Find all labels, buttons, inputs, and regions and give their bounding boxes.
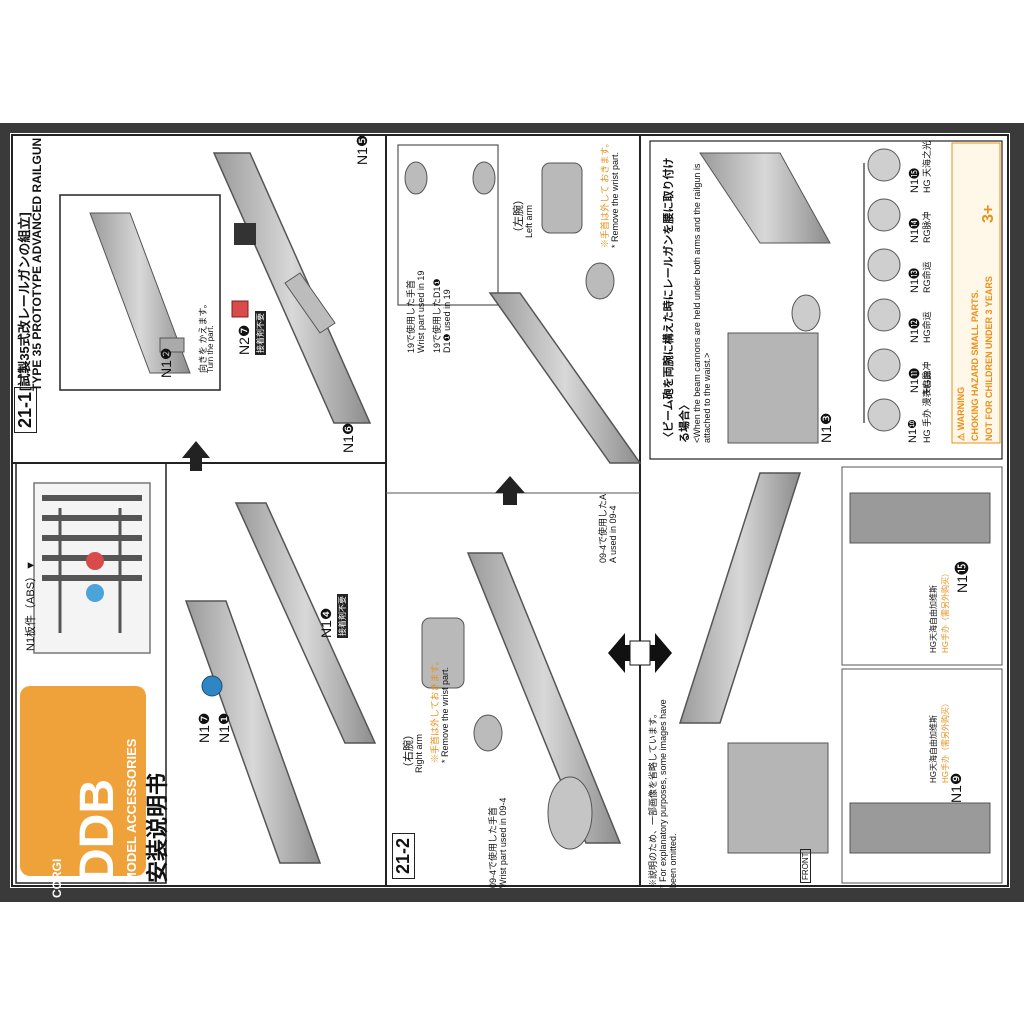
railgun-21-1-main [212,152,372,424]
explanatory-en: * For explanatory purposes, some images … [658,699,678,888]
railgun-right-lower [678,472,829,854]
wrist09-en: Wrist part used in 09-4 [498,797,508,888]
part-n1-9: N1❾ [948,772,964,803]
part-n1-5: N1❺ [354,134,370,165]
remove-wrist-en: * Remove the wrist part. [440,666,450,763]
head-label-3: HG命运 [922,311,932,343]
age-badge: 3+ [980,204,997,223]
step-21-1: 21-1 [14,386,37,433]
section-title-en: TYPE 35 PROTOTYPE ADVANCED RAILGUN [30,137,44,391]
beam-note-jp: 〈ビーム砲を両腕に構えた時にレールガンを腰に取り付ける場合〉 [663,157,691,443]
part-n1-3: N1❸ [818,412,834,443]
head-label-0: HG 天海之光 [922,140,932,193]
part-n2-7: N2❼ [236,324,252,355]
part-n1-6: N1❻ [340,422,356,453]
head-id-5: N1❿ [907,419,919,443]
brand-logo-box [20,686,146,876]
red-part-n2-7 [231,300,249,318]
hg-note-4: HG手办（需另外购买） [941,699,950,783]
a09-en: A used in 09-4 [608,505,618,563]
instruction-sheet: CORGI DDB MODEL ACCESSORIES 安装说明书 N1板件（A… [0,123,1024,902]
inset-21-1 [59,194,221,391]
hg-note-2: HG手办（需另外购买） [941,569,950,653]
hg-note-3: HG天海自由加维斯 [929,715,938,783]
waist-mount-diagram [699,152,831,444]
warning-title: ⚠ WARNING [956,386,966,441]
d19-en: D1❶ used in 19 [442,289,452,353]
brand-tagline: MODEL ACCESSORIES [124,738,139,883]
part-n1-7: N1❼ [196,712,212,743]
head-list [863,148,901,432]
waist-mount-box [649,140,1003,460]
warning-line1: CHOKING HAZARD SMALL PARTS. [970,289,980,441]
up-arrow-2 [495,476,525,505]
warning-line2: NOT FOR CHILDREN UNDER 3 YEARS [984,276,994,441]
brand-logo-text: DDB [71,779,124,883]
inset-21-2-wrist [397,144,499,306]
wrist19-en: Wrist part used in 19 [416,270,426,353]
hg-box-2 [841,668,1003,884]
remove-wrist2-en: * Remove the wrist part. [610,151,620,248]
warning-strip [951,142,1001,444]
head-label-1: RG脉冲 [922,211,932,243]
part-n1-4: N1❹ [318,607,334,638]
sprue-label: N1板件（ABS）▼ [25,560,37,651]
beam-note-en: <When the beam cannons are held under bo… [692,163,712,443]
front-label: FRONT [800,849,811,883]
part-n1-2: N1❷ [158,347,174,378]
chip-n2-7: 接着剤不要 [255,311,266,355]
sprue-diagram [33,482,151,654]
right-arm-en: Right arm [414,733,424,773]
manual-title: 安装说明书 [145,772,170,883]
left-arm-en: Left arm [524,204,534,238]
part-n1-1: N1❶ [216,712,232,743]
part-n1-15b: N1⓯ [954,561,970,593]
head-label-2: RG命运 [922,261,932,293]
chip-n1-4: 接着剤不要 [337,594,348,638]
railgun-21-2-lower [421,552,622,850]
railgun-21-1-lower [184,502,377,864]
hg-note-1: HG天海自由加维斯 [929,585,938,653]
page-frame [11,134,1009,887]
hg-box-1 [841,466,1003,666]
brand-corgi: CORGI [50,858,64,898]
head-label-5: HG 手办 漫表自由 [922,370,932,443]
turn-note-en: Turn the part. [206,325,215,373]
railgun-21-2-upper [488,162,642,464]
step-21-2: 21-2 [392,832,415,879]
swap-arrow [608,633,672,673]
up-arrow-1 [182,441,210,471]
brand-block-frame [15,462,167,884]
